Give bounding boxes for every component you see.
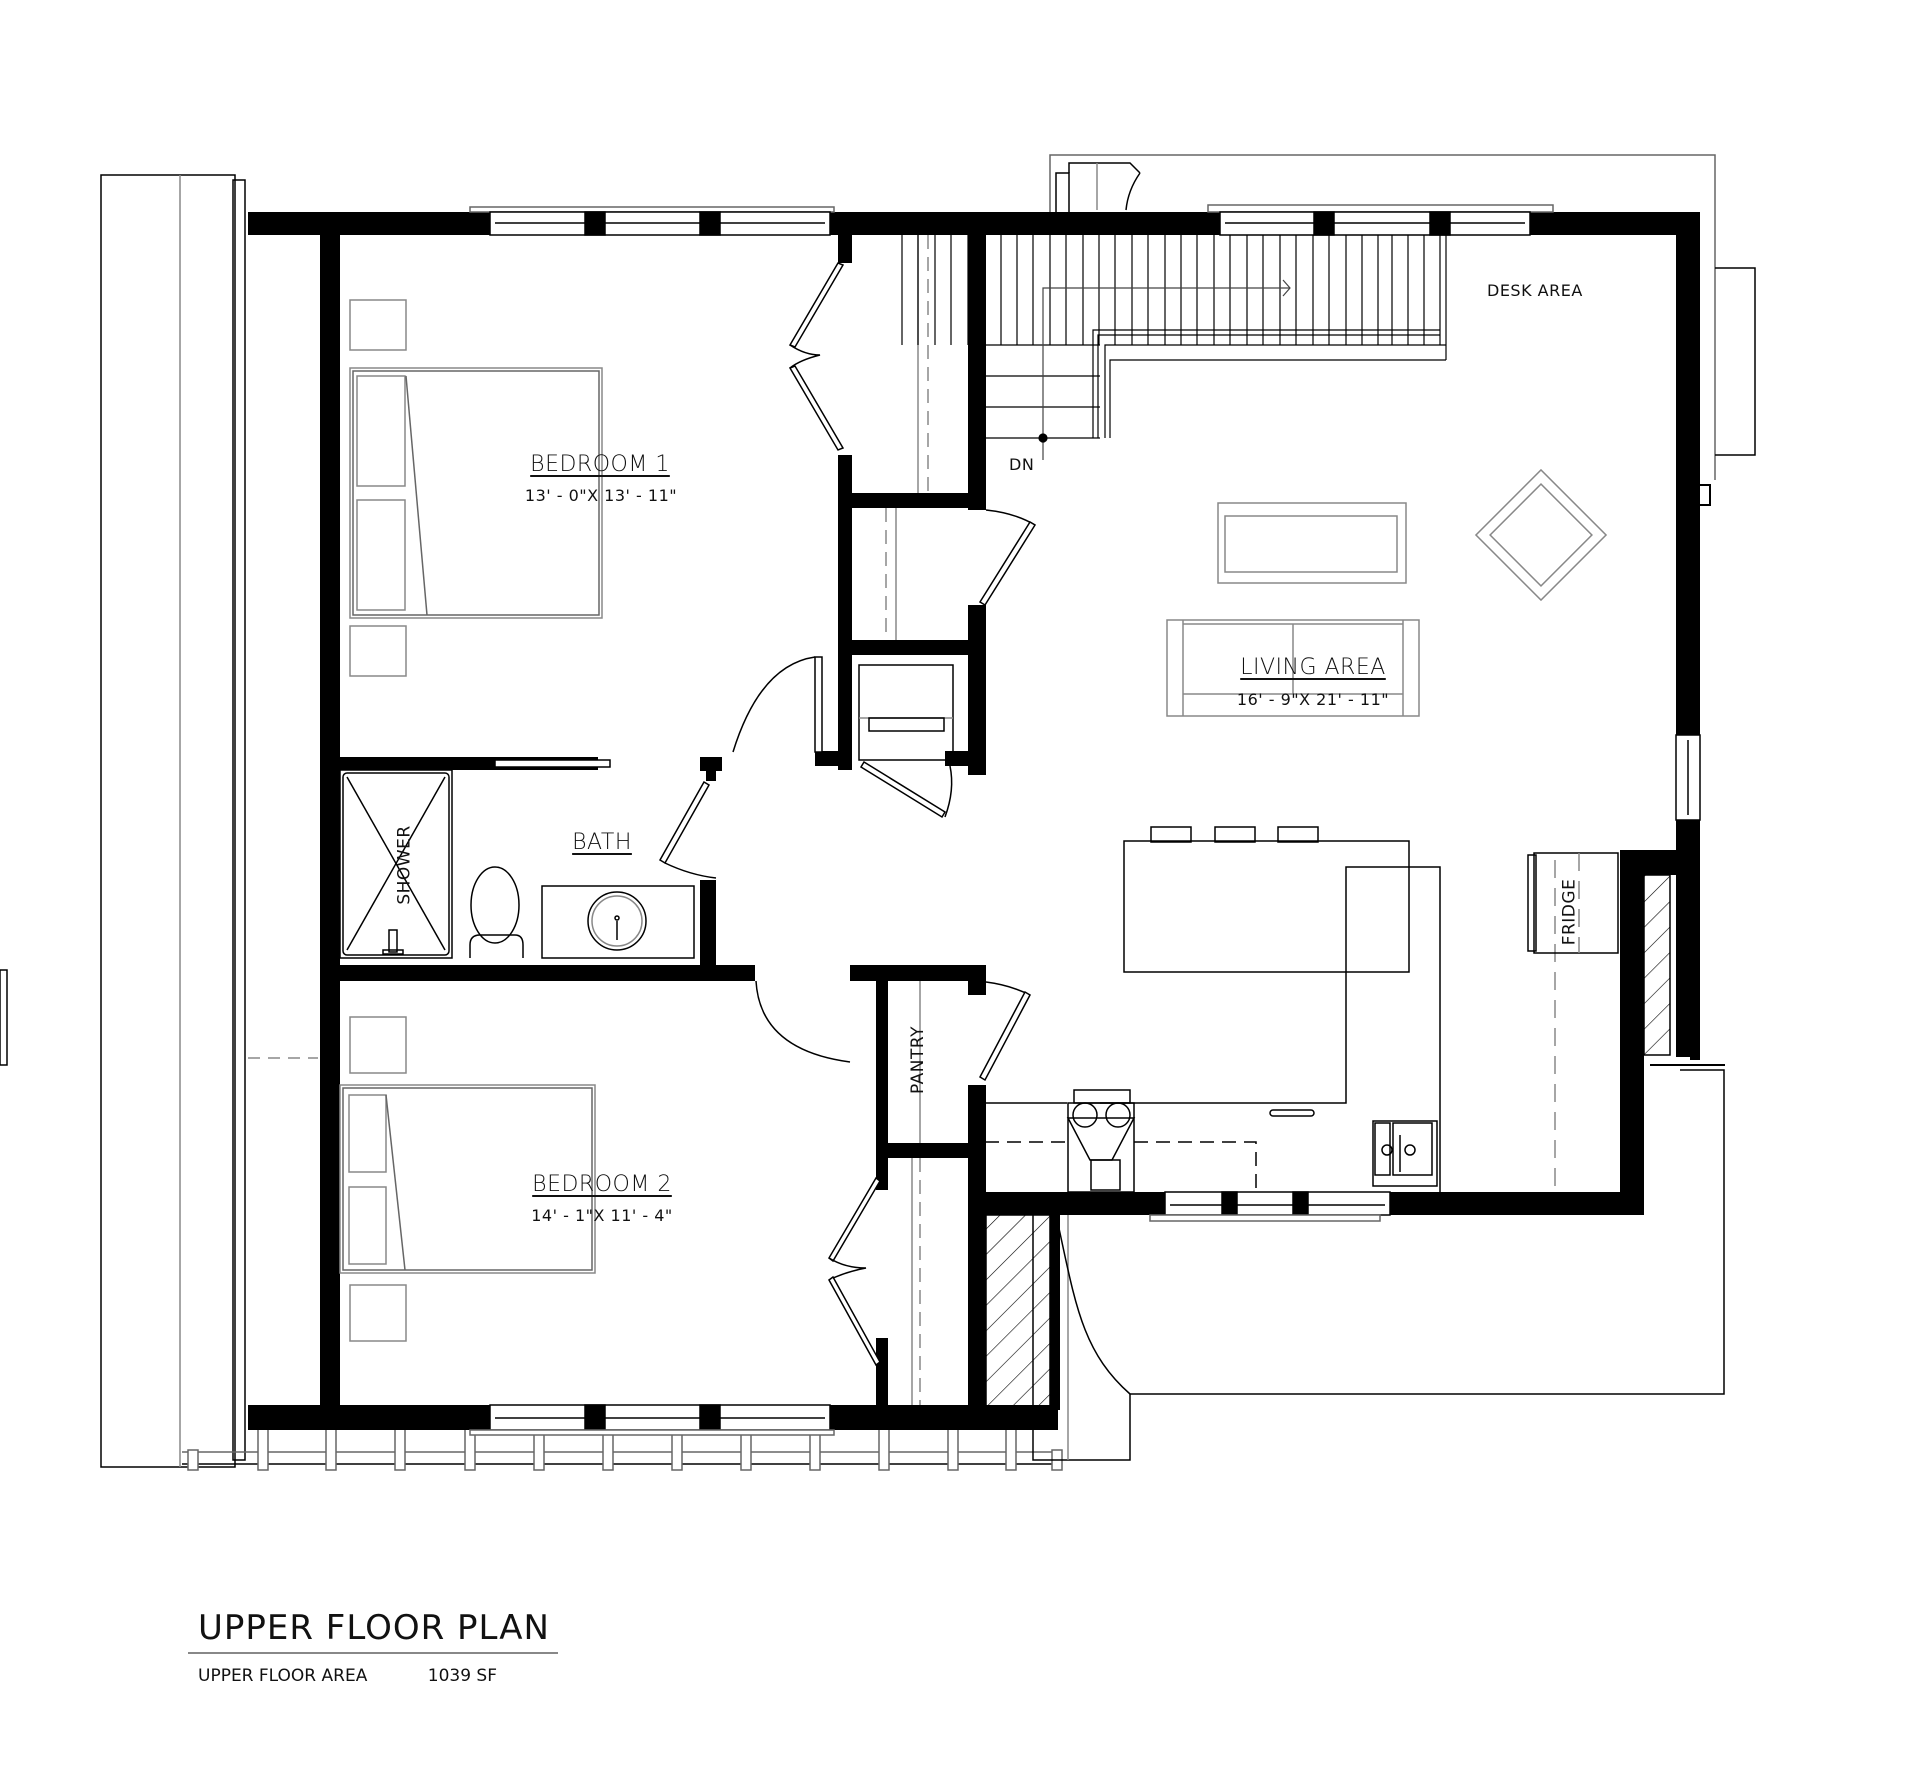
title-block: UPPER FLOOR PLAN UPPER FLOOR AREA 1039 S… [188, 1608, 558, 1686]
closet-rods [885, 235, 929, 1405]
bedroom2-label: BEDROOM 2 [532, 1172, 672, 1197]
shower-label: SHOWER [394, 825, 415, 905]
windows [469, 204, 1701, 1436]
desk-area-label: DESK AREA [1487, 281, 1583, 300]
bath-fixtures [339, 769, 695, 959]
bedroom1-label: BEDROOM 1 [530, 452, 670, 477]
area-label: UPPER FLOOR AREA [198, 1666, 368, 1686]
fireplace [858, 664, 954, 761]
left-deck [100, 174, 318, 1468]
lower-right-deck [1032, 1064, 1725, 1461]
kitchen [985, 826, 1619, 1193]
living-area-dimensions: 16' - 9"X 21' - 11" [1236, 690, 1390, 709]
stair-landing-exterior [1055, 162, 1141, 216]
plan-title: UPPER FLOOR PLAN [188, 1608, 558, 1654]
bedroom1-furniture [349, 299, 603, 677]
living-furniture [1166, 468, 1608, 717]
area-value: 1039 SF [427, 1666, 497, 1686]
stair-down-label: DN [1009, 455, 1035, 474]
bedroom1-dimensions: 13' - 0"X 13' - 11" [524, 486, 678, 505]
bedroom2-dimensions: 14' - 1"X 11' - 4" [531, 1206, 673, 1225]
living-area-label: LIVING AREA [1240, 655, 1386, 680]
fridge-label: FRIDGE [1559, 878, 1580, 946]
bath-label: BATH [572, 830, 632, 855]
walls [248, 212, 1700, 1430]
doors [0, 262, 1037, 1367]
hatched-structure [985, 874, 1671, 1411]
staircase [901, 235, 1447, 460]
pantry-label: PANTRY [908, 1025, 929, 1095]
bedroom2-furniture [339, 1016, 596, 1342]
area-summary: UPPER FLOOR AREA 1039 SF [188, 1666, 558, 1686]
